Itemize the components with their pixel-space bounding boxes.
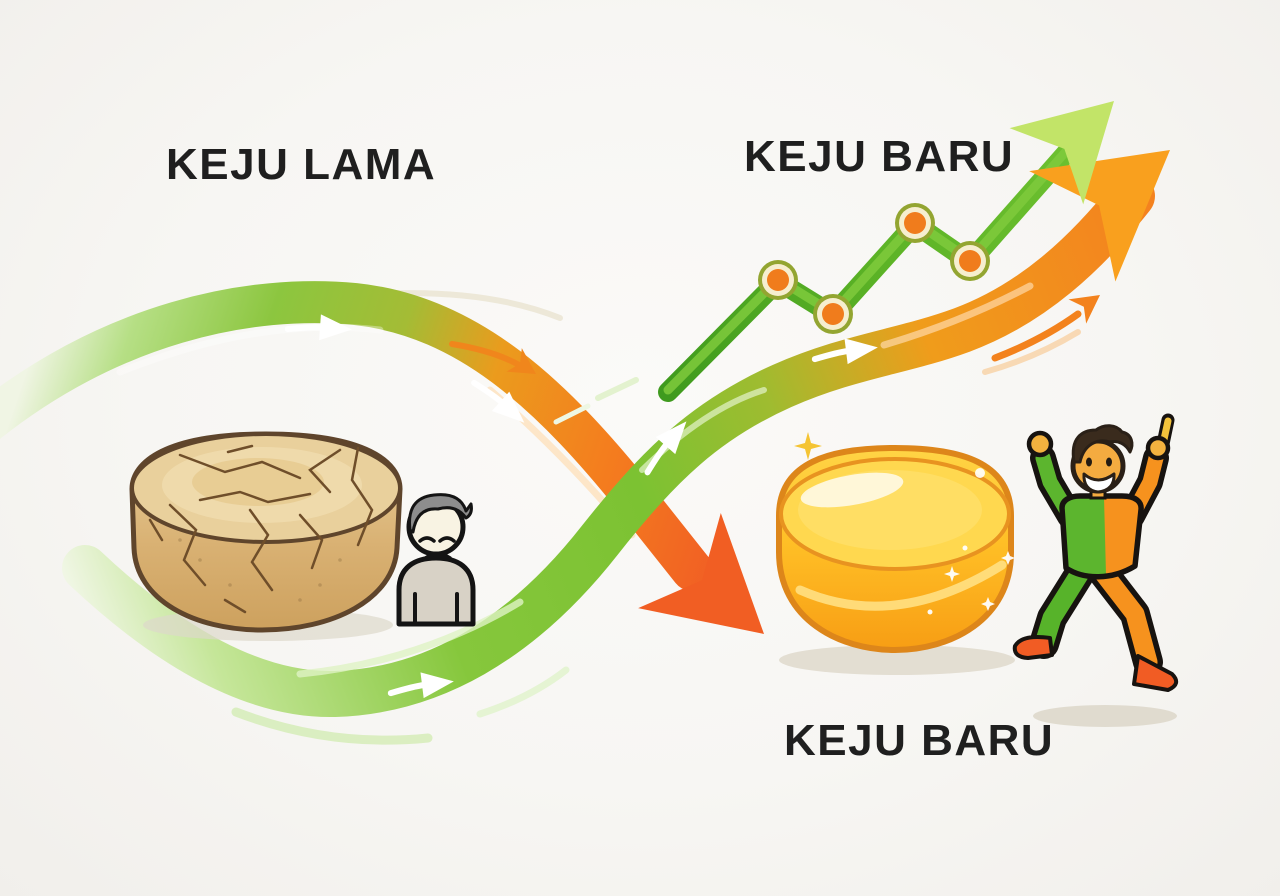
- echo-line: [982, 329, 1081, 375]
- white-arrow-icon: [387, 672, 454, 699]
- gloss-reflection: [795, 560, 1007, 611]
- down-right-arrowhead-icon: [638, 512, 764, 634]
- echo-dash: [553, 403, 591, 425]
- sparkle-icon: [794, 432, 822, 460]
- sad-eye: [438, 536, 456, 543]
- sparkle-icon: [927, 545, 1015, 615]
- new-cheese-top-label: KEJU BARU: [744, 132, 1015, 181]
- fist: [1026, 430, 1054, 458]
- zigzag-data-dots: [758, 203, 990, 334]
- data-dot-icon: [950, 241, 990, 281]
- data-dot-icon: [813, 294, 853, 334]
- shoe: [1012, 635, 1054, 660]
- white-arrow-icon: [811, 338, 878, 365]
- thin-orange-arrow-icon: [991, 295, 1100, 362]
- big-orange-arrowhead-icon: [1029, 150, 1170, 282]
- happy-person-shadow: [1033, 705, 1177, 727]
- shoe: [1132, 654, 1179, 692]
- green-arrowhead-icon: [1009, 101, 1114, 205]
- smile-mouth: [1082, 472, 1116, 494]
- eye: [1086, 457, 1092, 467]
- gloss-highlight: [800, 472, 904, 508]
- zigzag-growth-line: [658, 114, 1102, 402]
- hand: [1145, 435, 1171, 461]
- old-cheese-label: KEJU LAMA: [166, 140, 437, 189]
- old-cheese-icon: [129, 431, 403, 641]
- rising-swoosh-arrow: [62, 101, 1170, 745]
- data-dot-icon: [895, 203, 935, 243]
- echo-dash: [595, 377, 639, 401]
- echo-line: [476, 666, 570, 718]
- frown-mouth: [422, 552, 452, 561]
- band-highlight: [880, 282, 1034, 349]
- cheese-speckles: [178, 538, 342, 602]
- band-highlight: [296, 598, 524, 678]
- brown-hair: [1071, 424, 1134, 464]
- gray-hair: [408, 493, 473, 534]
- rising-arrow-band: [62, 173, 1155, 718]
- orange-shirt-panel: [1104, 496, 1142, 575]
- new-cheese-shadow: [779, 645, 1015, 675]
- thin-orange-arrow-icon: [449, 341, 536, 374]
- eye: [1106, 457, 1112, 467]
- white-arrow-icon: [284, 314, 352, 341]
- sad-eye: [418, 536, 436, 543]
- happy-person-icon: [1012, 413, 1179, 727]
- white-arrow-icon: [471, 379, 525, 423]
- data-dot-icon: [758, 260, 798, 300]
- cheese-cracks: [148, 444, 374, 614]
- declining-arrow-band: [0, 281, 713, 591]
- white-arrow-icon: [644, 421, 687, 476]
- band-highlight: [116, 323, 384, 376]
- echo-line: [231, 707, 433, 745]
- new-cheese-icon: [776, 432, 1015, 675]
- declining-swoosh-arrow: [0, 281, 764, 634]
- new-cheese-bottom-label: KEJU BARU: [784, 716, 1055, 765]
- sad-person-icon: [396, 493, 476, 627]
